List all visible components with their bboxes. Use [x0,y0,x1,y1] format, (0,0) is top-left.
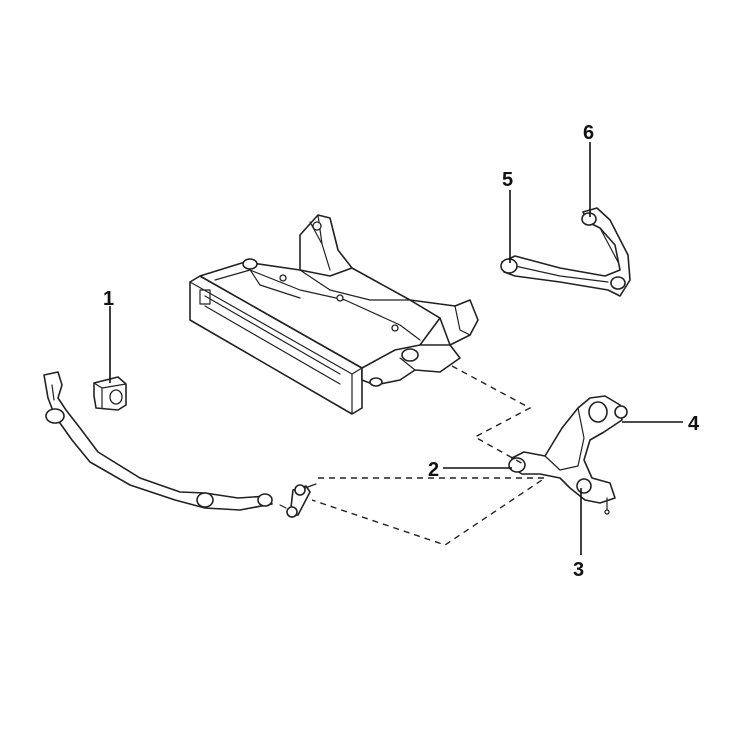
lower-control-arm [508,395,628,515]
callout-2: 2 [428,459,439,481]
callout-4: 4 [688,413,700,435]
callout-5: 5 [502,169,513,191]
callout-3: 3 [573,559,584,581]
callout-6: 6 [583,122,594,144]
upper-control-arm [500,207,631,297]
stabilizer-bar [43,371,273,511]
front-subframe [189,214,479,415]
callout-1: 1 [103,288,114,310]
callout-labels: 1 2 3 4 5 6 [103,122,700,581]
assembly-guide-lines [311,365,548,546]
stabilizer-bushing [93,376,127,411]
leader-lines [109,142,683,555]
stabilizer-link [279,483,317,518]
